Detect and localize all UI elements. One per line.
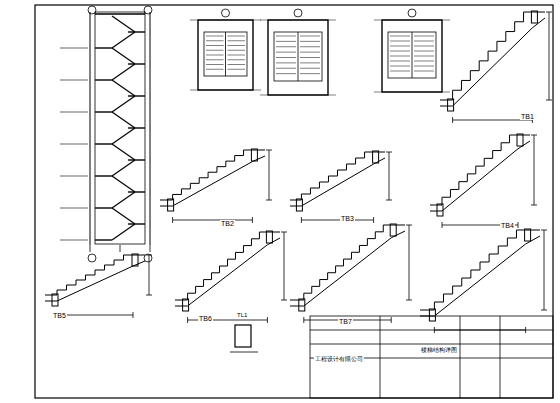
member-label: TB3 xyxy=(340,215,355,222)
member-label: TB4 xyxy=(500,222,515,229)
member-label: TB6 xyxy=(198,315,213,322)
member-label: TB7 xyxy=(338,318,353,325)
member-label: TB2 xyxy=(220,220,235,227)
member-label: TB1 xyxy=(520,113,535,120)
member-label: TL1 xyxy=(236,312,248,318)
member-label: TB5 xyxy=(52,312,67,319)
title-block-text: 工程设计有限公司 xyxy=(314,356,364,362)
title-block-text: 楼梯结构详图 xyxy=(420,347,458,353)
